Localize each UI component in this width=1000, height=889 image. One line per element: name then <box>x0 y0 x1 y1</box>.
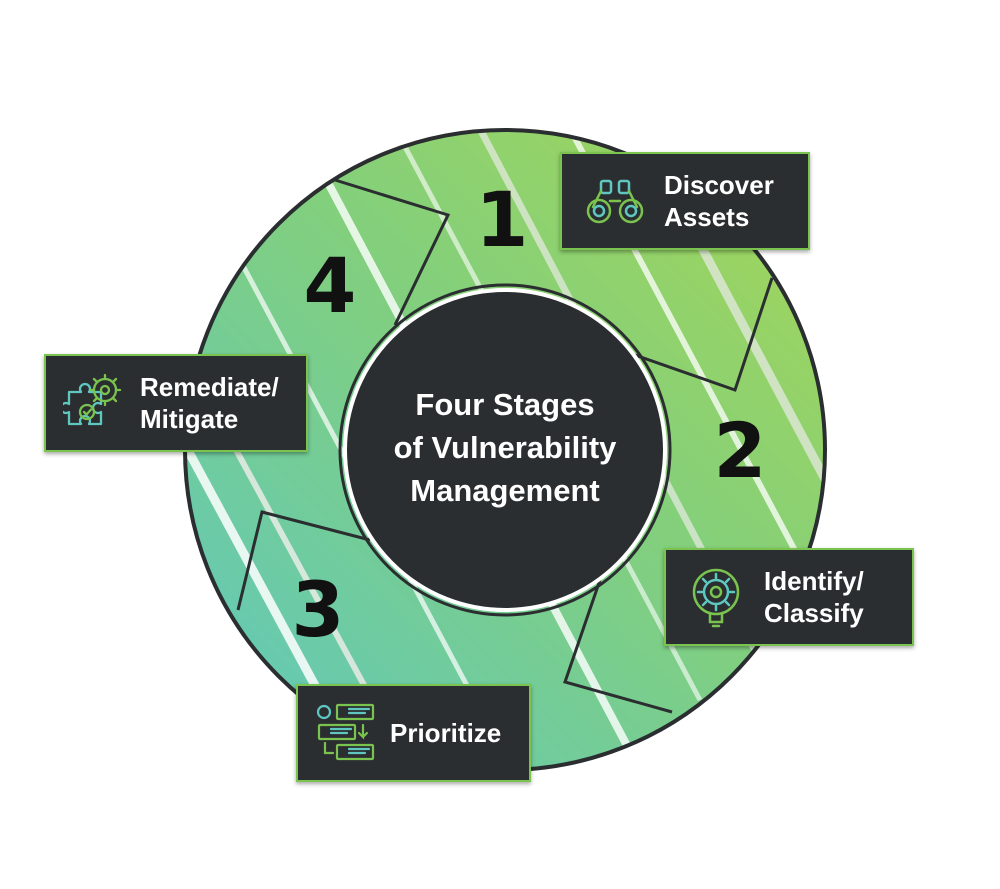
magnifier-gear-icon <box>684 566 748 628</box>
stage-card-identify-classify: Identify/ Classify <box>664 548 914 646</box>
stage-2-label-line1: Identify/ <box>764 566 864 596</box>
segment-dividers <box>236 178 774 714</box>
binoculars-icon <box>580 177 650 225</box>
center-title-line1: Four Stages <box>415 387 594 422</box>
center-circle-edge <box>338 283 672 617</box>
stage-card-remediate-mitigate: Remediate/ Mitigate <box>44 354 308 452</box>
stage-4-label-line1: Remediate/ <box>140 372 279 402</box>
stage-2-label-line2: Classify <box>764 598 864 628</box>
priority-list-icon <box>314 703 378 763</box>
center-title-line2: of Vulnerability <box>394 430 618 465</box>
stage-number-1: 1 <box>476 175 529 264</box>
center-title-line3: Management <box>410 473 599 508</box>
stage-4-label-line2: Mitigate <box>140 404 239 434</box>
stage-3-label-line1: Prioritize <box>390 718 502 748</box>
stage-card-prioritize: Prioritize <box>296 684 531 782</box>
stage-1-label-line2: Assets <box>664 202 750 232</box>
stage-number-4: 4 <box>304 241 357 330</box>
stage-1-label-line1: Discover <box>664 170 774 200</box>
puzzle-gear-icon <box>62 372 126 434</box>
center-circle <box>343 288 667 612</box>
stage-number-3: 3 <box>292 565 345 654</box>
stage-card-discover-assets: Discover Assets <box>560 152 810 250</box>
stage-number-2: 2 <box>714 406 767 495</box>
